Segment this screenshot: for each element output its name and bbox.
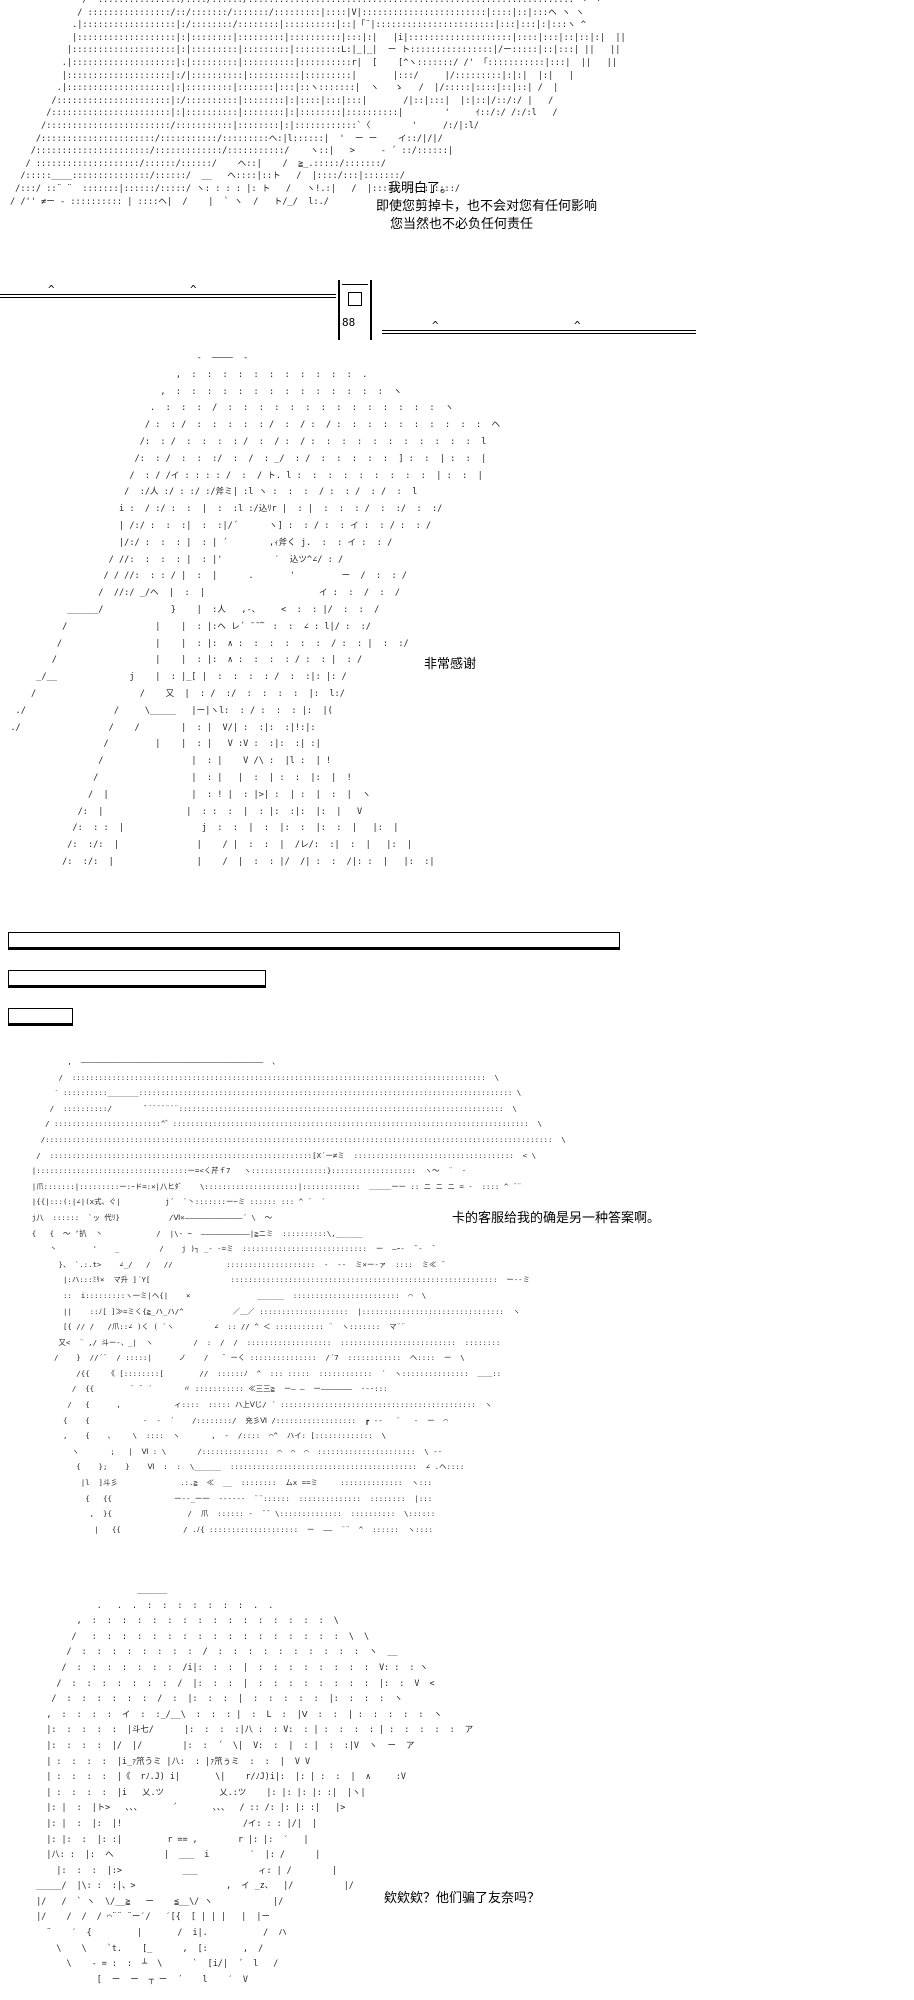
divider-right — [382, 330, 696, 334]
divider-left — [0, 294, 336, 298]
phone-number: 88 — [342, 316, 356, 329]
dialogue-2: 非常感谢 — [424, 656, 476, 674]
phone-screen — [348, 292, 362, 306]
ascii-art-character-1: / ::::::::::::::::/::::/::::::/:::::::::… — [10, 0, 626, 207]
panel-3: , ――――――――――――――――――――――――――――――――――――――… — [0, 1054, 914, 1578]
dialogue-3: 卡的客服给我的确是另一种答案啊。 — [452, 1210, 660, 1228]
dialogue-4: 欸欸欸？他们骗了友奈吗？ — [384, 1890, 540, 1908]
dialogue-line: 卡的客服给我的确是另一种答案啊。 — [452, 1211, 661, 1226]
empty-frame-box — [8, 932, 620, 950]
dialogue-line: 非常感谢 — [424, 657, 477, 672]
empty-frame-box — [8, 970, 266, 988]
phone-top-bar — [342, 284, 368, 285]
phone-icon: 88 — [338, 280, 372, 340]
dialogue-1: 我明白了。 即使您剪掉卡，也不会对您有任何影响 您当然也不必负任何责任 — [376, 180, 597, 234]
divider-bump: ^ — [48, 283, 55, 296]
divider-bump: ^ — [432, 319, 439, 332]
divider-bump: ^ — [574, 319, 581, 332]
dialogue-line: 即使您剪掉卡，也不会对您有任何影响 — [376, 199, 598, 214]
ascii-art-character-2: - ―――― - , : : : : : : : : : : : . , : :… — [10, 353, 501, 867]
dialogue-line: 您当然也不必负任何责任 — [390, 217, 534, 232]
empty-frame-box — [8, 1008, 73, 1026]
ascii-art-character-3: , ――――――――――――――――――――――――――――――――――――――… — [31, 1057, 566, 1534]
dialogue-line: 欸欸欸？他们骗了友奈吗？ — [384, 1891, 541, 1906]
panel-2: - ―――― - , : : : : : : : : : : : . , : :… — [0, 350, 914, 910]
ascii-art-character-4: ______ . . . : : : : : : : . . , : : : :… — [36, 1584, 474, 1984]
dialogue-line: 我明白了。 — [388, 181, 454, 196]
divider-bump: ^ — [190, 283, 197, 296]
panel-1: / ::::::::::::::::/::::/::::::/:::::::::… — [0, 0, 914, 280]
panel-4: ______ . . . : : : : : : : . . , : : : :… — [0, 1580, 914, 2000]
